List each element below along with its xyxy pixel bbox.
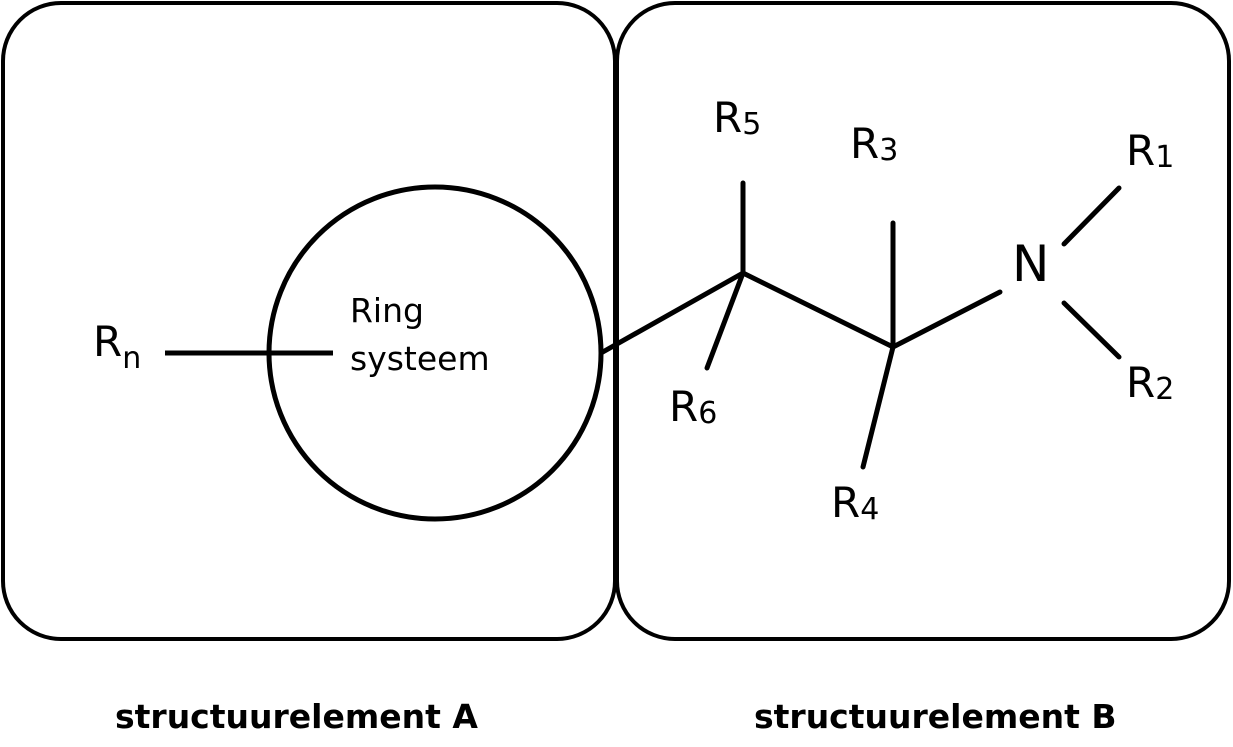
ring-system-label-line1: Ring <box>350 291 424 330</box>
rn-letter: R <box>93 317 122 366</box>
nitrogen-atom: N <box>1012 235 1049 293</box>
carbon2-to-nitrogen-bond <box>890 289 1003 350</box>
r2-bond <box>1061 300 1122 360</box>
r2-letter: R <box>1126 358 1155 407</box>
carbon1-to-carbon2-bond <box>740 270 896 350</box>
r1-label: R1 <box>1126 126 1174 175</box>
rn-label: Rn <box>93 317 141 376</box>
r6-subscript: 6 <box>698 396 717 431</box>
r4-bond <box>860 344 896 470</box>
r1-letter: R <box>1126 126 1155 175</box>
r3-letter: R <box>850 119 879 168</box>
r3-subscript: 3 <box>879 133 898 168</box>
ring-to-carbon1-bond <box>598 270 746 356</box>
r1-bond <box>1061 185 1122 247</box>
r2-subscript: 2 <box>1155 372 1174 407</box>
r2-label: R2 <box>1126 358 1174 407</box>
r4-subscript: 4 <box>860 492 879 527</box>
r5-label: R5 <box>713 93 761 142</box>
rn-subscript: n <box>122 341 141 376</box>
r5-subscript: 5 <box>742 107 761 142</box>
r6-label: R6 <box>669 382 717 431</box>
r3-label: R3 <box>850 119 898 168</box>
r6-letter: R <box>669 382 698 431</box>
r4-label: R4 <box>831 478 879 527</box>
r5-letter: R <box>713 93 742 142</box>
ring-system-label-line2: systeem <box>350 339 490 378</box>
structural-element-b-caption: structuurelement B <box>754 697 1117 736</box>
r6-bond <box>704 270 746 371</box>
r1-subscript: 1 <box>1155 140 1174 175</box>
r4-letter: R <box>831 478 860 527</box>
structural-element-a-caption: structuurelement A <box>115 697 478 736</box>
structural-element-b-box <box>615 1 1231 641</box>
